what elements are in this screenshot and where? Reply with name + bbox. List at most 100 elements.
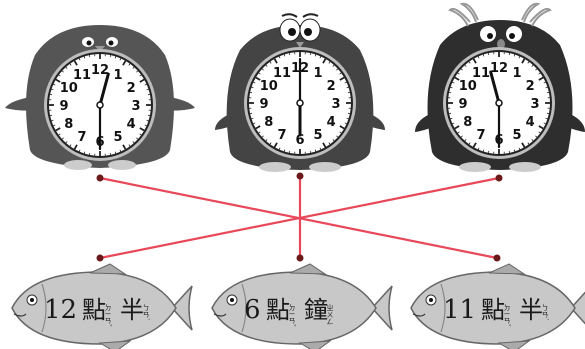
clock-numeral: 3: [530, 97, 539, 112]
fish-number: 12: [44, 295, 77, 325]
fish-pupil: [230, 298, 234, 302]
clock-tick: [58, 133, 61, 136]
fish-word-1: 點: [481, 296, 505, 324]
fish-number: 11: [443, 295, 476, 325]
clock-numeral: 3: [331, 97, 340, 112]
clock-tick: [265, 139, 268, 142]
fish-gill: [41, 283, 47, 333]
clock-tick: [314, 149, 317, 152]
fish-mouth: [213, 313, 227, 317]
fish-dot[interactable]: [96, 254, 104, 262]
clock-tick: [531, 64, 534, 67]
fish-zhuyin-2: ㄓㄨㄥ: [326, 304, 334, 325]
penguin-flipper-right: [355, 110, 385, 130]
penguin-flipper-right: [555, 110, 585, 132]
clock-tick: [527, 142, 530, 145]
fish-word-2: 半: [519, 296, 543, 324]
clock-tick: [336, 135, 339, 138]
clock-tick: [460, 135, 463, 138]
clock-tick: [344, 81, 347, 84]
clock-dot[interactable]: [96, 174, 104, 182]
clock-tick: [452, 81, 455, 84]
fish-zhuyin-2: ㄅㄢˋ: [142, 304, 150, 322]
clock-tick: [258, 72, 261, 75]
clock-tick: [513, 149, 516, 152]
clock-tick: [139, 133, 142, 136]
penguin-beak: [497, 39, 505, 49]
clock-tick: [258, 131, 261, 134]
clock-tick: [513, 54, 516, 57]
clock-tick: [464, 139, 467, 142]
clock-tick: [452, 122, 455, 125]
fish-dot[interactable]: [296, 254, 304, 262]
clock-numeral: 8: [64, 117, 73, 132]
clock-tick: [472, 58, 477, 64]
clock-dot[interactable]: [296, 172, 304, 180]
clock-tick: [139, 127, 145, 132]
clock-tick: [55, 127, 61, 132]
clock-tick: [336, 68, 339, 71]
clock-numeral: 8: [463, 115, 472, 130]
clock-tick: [132, 141, 135, 144]
fish-tail: [170, 285, 193, 331]
fish-word-1: 點: [82, 296, 106, 324]
clock-tick: [61, 70, 64, 73]
clock-tick: [251, 117, 254, 120]
clock-tick: [253, 81, 256, 84]
clock-tick: [538, 76, 544, 81]
matching-lines: [96, 172, 503, 262]
clock-numeral: 9: [458, 97, 467, 112]
clock-tick: [482, 149, 485, 152]
clock-tick: [457, 131, 460, 134]
clock-tick: [261, 135, 264, 138]
clock-numeral: 1: [313, 66, 322, 81]
fish-fin-top: [488, 263, 526, 275]
clock-tick: [468, 142, 471, 145]
clock-numeral: 11: [273, 66, 291, 81]
penguin-pupil-left: [487, 33, 493, 39]
penguin-pupil-left: [86, 40, 92, 46]
clock-numeral: 8: [264, 115, 273, 130]
clock-tick: [339, 76, 345, 81]
clock-tick: [278, 56, 281, 59]
penguin-feathers-right: [521, 2, 552, 27]
fish-fin-top: [89, 263, 127, 275]
fish-dot[interactable]: [493, 254, 501, 262]
clock-tick: [136, 70, 139, 73]
clock-tick: [144, 124, 147, 127]
fish-tail: [370, 285, 393, 331]
clock-numeral: 2: [127, 81, 136, 96]
fish-fin-top: [289, 263, 327, 275]
fish-zhuyin-1: ㄉㄧㄢˇ: [104, 303, 112, 327]
clock-tick: [545, 86, 548, 89]
fish-zhuyin-1: ㄉㄧㄢˇ: [503, 303, 511, 327]
penguin-pupil-right: [509, 33, 515, 39]
clock-tick: [83, 151, 86, 154]
clock-pivot: [96, 101, 104, 109]
clock-numeral: 4: [327, 115, 336, 130]
clock-tick: [255, 76, 261, 81]
clock-tick: [454, 76, 460, 81]
clock-tick: [73, 60, 78, 66]
penguin-foot-left: [259, 162, 291, 172]
clock-tick: [114, 151, 117, 154]
clock-tick: [51, 119, 54, 122]
clock-tick: [535, 68, 538, 71]
clock-tick: [269, 142, 272, 145]
fish-fin-bottom: [98, 340, 132, 349]
clock-pivot: [296, 99, 304, 107]
clock-tick: [69, 144, 72, 147]
clock-numeral: 5: [512, 128, 521, 143]
clock-dot[interactable]: [495, 174, 503, 182]
fish-gill: [241, 283, 247, 333]
clock-tick: [531, 139, 534, 142]
fish-fin-bottom: [497, 340, 531, 349]
clock-tick: [322, 142, 327, 148]
clock-tick: [518, 147, 521, 150]
clock-tick: [521, 58, 526, 64]
fish-word-2: 半: [120, 296, 144, 324]
clock-tick: [55, 78, 61, 83]
hour-hand: [489, 70, 501, 105]
